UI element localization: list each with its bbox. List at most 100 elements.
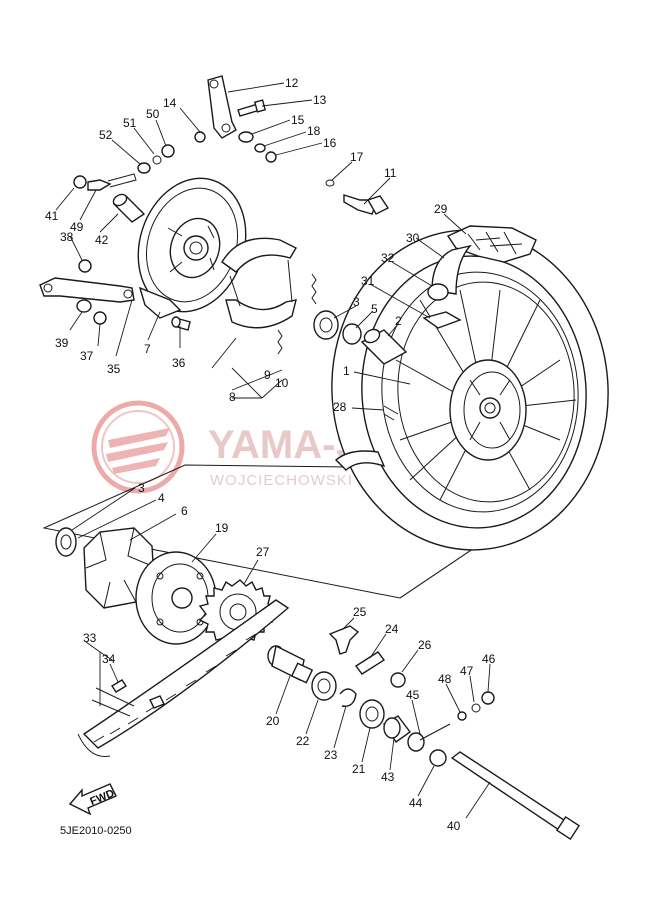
callout-19: 19 xyxy=(215,521,229,535)
callout-1: 1 xyxy=(343,364,350,378)
clutch-hub-19 xyxy=(135,551,217,645)
fwd-arrow: FWD xyxy=(68,783,117,816)
collar-42 xyxy=(112,193,146,223)
tube-30 xyxy=(431,244,472,295)
diagram-code: 5JE2010-0250 xyxy=(60,825,132,837)
shoe-bracket-leaders xyxy=(211,337,283,399)
nut-26 xyxy=(390,672,406,688)
callout-23: 23 xyxy=(324,748,338,762)
fwd-label: FWD xyxy=(88,787,116,808)
callout-3-top: 3 xyxy=(353,295,360,309)
chain-puller-45 xyxy=(407,723,451,752)
callout-labels: 12 13 14 50 51 52 15 18 16 17 11 41 49 4… xyxy=(45,76,496,833)
nut-14 xyxy=(194,131,206,143)
watermark-logo xyxy=(91,400,185,494)
callout-6: 6 xyxy=(181,504,188,518)
tire-strip xyxy=(334,450,386,471)
callout-28: 28 xyxy=(333,400,347,414)
nut-38 xyxy=(78,259,92,273)
callout-5: 5 xyxy=(371,302,378,316)
nut-16 xyxy=(265,151,277,163)
rear-wheel xyxy=(331,229,609,551)
callout-37: 37 xyxy=(80,349,94,363)
flap-31 xyxy=(422,311,462,329)
circlip-23 xyxy=(339,688,357,707)
callout-22: 22 xyxy=(296,734,310,748)
callout-14: 14 xyxy=(163,96,177,110)
spring-10 xyxy=(311,273,317,305)
callout-50: 50 xyxy=(146,107,160,121)
oil-seal-5 xyxy=(342,323,362,345)
collar-43 xyxy=(383,715,411,743)
bearing-3-lower xyxy=(55,527,77,557)
nut-46 xyxy=(481,691,495,705)
callout-36: 36 xyxy=(172,356,186,370)
stud-bolt-24 xyxy=(354,651,386,675)
axle-shaft-20 xyxy=(267,644,314,684)
callout-46: 46 xyxy=(482,652,496,666)
washer-15 xyxy=(238,131,254,143)
callout-47: 47 xyxy=(460,664,474,678)
brake-shoe-plate xyxy=(137,177,247,319)
callout-21: 21 xyxy=(352,762,366,776)
callout-51: 51 xyxy=(123,116,137,130)
spacer-2 xyxy=(360,328,408,365)
callout-33: 33 xyxy=(83,631,97,645)
callout-15: 15 xyxy=(291,113,305,127)
callout-20: 20 xyxy=(266,714,280,728)
callout-16: 16 xyxy=(323,136,337,150)
callout-7: 7 xyxy=(144,342,151,356)
callout-12: 12 xyxy=(285,76,299,90)
callout-31: 31 xyxy=(361,274,375,288)
axle-nut-44 xyxy=(429,749,447,767)
chain-joint-34 xyxy=(91,679,165,717)
leader-lines xyxy=(55,82,491,819)
callout-35: 35 xyxy=(107,362,121,376)
callout-29: 29 xyxy=(434,202,448,216)
callout-18: 18 xyxy=(307,124,321,138)
bearing-3-top xyxy=(313,310,339,340)
callout-11: 11 xyxy=(384,166,397,180)
brake-cam-lever xyxy=(207,75,237,139)
callout-4: 4 xyxy=(158,491,165,505)
callout-24: 24 xyxy=(385,622,399,636)
callout-44: 44 xyxy=(409,796,423,810)
spring-9 xyxy=(277,329,283,355)
spoke-28 xyxy=(383,405,399,421)
callout-32: 32 xyxy=(381,251,395,265)
callout-2: 2 xyxy=(395,314,402,328)
callout-40: 40 xyxy=(447,819,461,833)
nut-37 xyxy=(93,311,107,325)
bolt-36 xyxy=(171,316,191,331)
callout-48: 48 xyxy=(438,672,452,686)
washer-39 xyxy=(76,299,92,313)
callout-39: 39 xyxy=(55,336,69,350)
callout-25: 25 xyxy=(353,605,367,619)
callout-52: 52 xyxy=(99,128,113,142)
rim-band-32 xyxy=(427,283,449,301)
drive-chain-33 xyxy=(77,599,290,757)
callout-38: 38 xyxy=(60,230,74,244)
tension-bar-35 xyxy=(39,277,135,303)
brake-shoe-set-8 xyxy=(221,237,297,329)
bearing-22 xyxy=(311,671,337,701)
callout-26: 26 xyxy=(418,638,432,652)
callout-8: 8 xyxy=(229,390,236,404)
o-ring-17 xyxy=(325,179,335,187)
spring-washer-47 xyxy=(471,703,481,713)
washer-18 xyxy=(254,143,266,153)
callout-13: 13 xyxy=(313,93,327,107)
callout-17: 17 xyxy=(350,150,364,164)
oil-seal-21 xyxy=(359,699,385,729)
bolt-13 xyxy=(237,99,267,117)
wheel-axle-40 xyxy=(450,751,581,841)
tire-valve-11 xyxy=(343,194,390,215)
callout-3-lower: 3 xyxy=(138,481,145,495)
nut-41 xyxy=(73,175,87,189)
torque-bolt-49 xyxy=(87,173,137,191)
washer-51 xyxy=(152,155,162,165)
callout-30: 30 xyxy=(406,231,420,245)
callout-9: 9 xyxy=(264,368,271,382)
nut-50 xyxy=(161,144,175,158)
